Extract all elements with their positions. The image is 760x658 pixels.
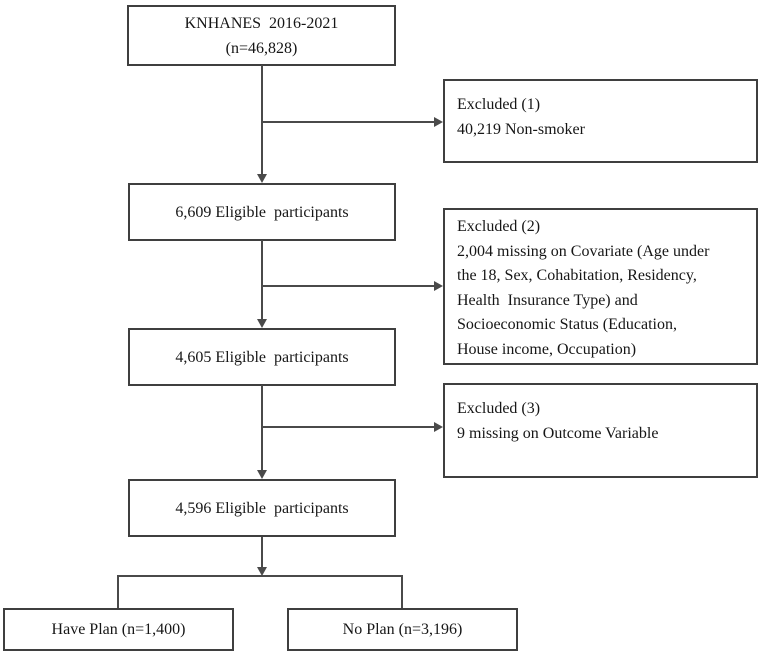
excluded-2-title: Excluded (2): [457, 218, 541, 235]
arrowhead-down-split: [257, 567, 267, 576]
eligible-2-label: 4,605 Eligible participants: [175, 348, 349, 366]
excluded-1-detail: 40,219 Non-smoker: [457, 120, 585, 138]
excluded-box-3: Excluded (3) 9 missing on Outcome Variab…: [443, 383, 758, 478]
arrowhead-right-excluded1: [434, 117, 443, 127]
arrowhead-down-eligible3: [257, 470, 267, 479]
arrowhead-right-excluded3: [434, 422, 443, 432]
excluded-3-title: Excluded (3): [457, 400, 541, 417]
source-count: (n=46,828): [225, 39, 298, 57]
connector-drop-no-plan: [401, 575, 403, 608]
eligible-3-label: 4,596 Eligible participants: [175, 499, 349, 517]
excluded-2-detail: House income, Occupation): [457, 340, 637, 358]
connector-branch-excluded1: [262, 121, 434, 123]
connector-drop-have-plan: [117, 575, 119, 608]
excluded-box-1: Excluded (1) 40,219 Non-smoker: [443, 79, 758, 163]
excluded-2-detail: Health Insurance Type) and: [457, 291, 638, 309]
excluded-3-detail: 9 missing on Outcome Variable: [457, 424, 659, 442]
excluded-box-2: Excluded (2) 2,004 missing on Covariate …: [443, 208, 758, 365]
arrowhead-down-eligible2: [257, 319, 267, 328]
no-plan-label: No Plan (n=3,196): [342, 621, 463, 638]
source-box: KNHANES 2016-2021 (n=46,828): [127, 5, 396, 66]
eligible-1-label: 6,609 Eligible participants: [175, 203, 349, 221]
connector-branch-excluded3: [262, 426, 434, 428]
source-title: KNHANES 2016-2021: [184, 14, 339, 32]
eligible-box-2: 4,605 Eligible participants: [128, 328, 396, 386]
arrowhead-down-eligible1: [257, 174, 267, 183]
connector-eligible3-to-split: [261, 537, 263, 568]
arrowhead-right-excluded2: [434, 281, 443, 291]
excluded-2-detail: 2,004 missing on Covariate (Age under: [457, 242, 710, 260]
connector-source-to-eligible1: [261, 65, 263, 174]
eligible-box-3: 4,596 Eligible participants: [128, 479, 396, 537]
excluded-2-detail: the 18, Sex, Cohabitation, Residency,: [457, 267, 697, 284]
outcome-box-have-plan: Have Plan (n=1,400): [3, 608, 234, 651]
excluded-2-detail: Socioeconomic Status (Education,: [457, 316, 677, 333]
connector-branch-excluded2: [262, 285, 434, 287]
connector-split-bar: [117, 575, 403, 577]
have-plan-label: Have Plan (n=1,400): [51, 621, 186, 638]
outcome-box-no-plan: No Plan (n=3,196): [287, 608, 518, 651]
eligible-box-1: 6,609 Eligible participants: [128, 183, 396, 241]
connector-eligible2-to-eligible3: [261, 385, 263, 470]
connector-eligible1-to-eligible2: [261, 240, 263, 319]
excluded-1-title: Excluded (1): [457, 96, 541, 113]
